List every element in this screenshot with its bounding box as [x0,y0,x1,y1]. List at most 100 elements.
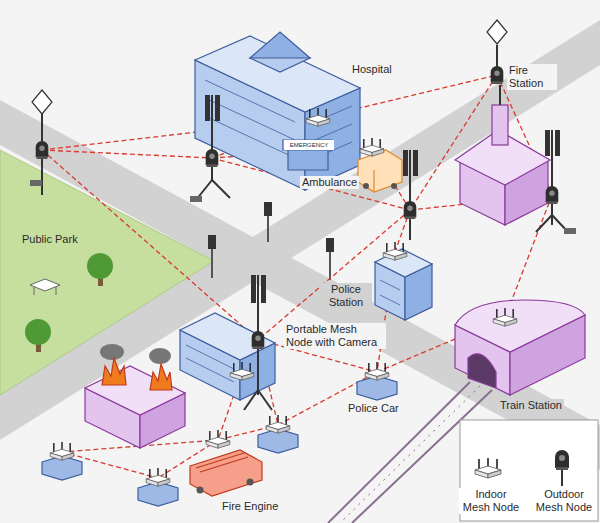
fire-engine-part [200,457,248,472]
park-items [25,253,113,352]
park-items-part [87,253,113,279]
fire-station-building [455,85,550,225]
poles-part [409,150,411,240]
indoor-mesh-nodes-part [266,415,290,433]
outdoor-mesh-nodes-part [206,149,219,167]
ambulance [358,150,402,192]
traffic-lights-part [211,245,213,278]
park-items-part [25,319,51,345]
fire-engine-part [197,487,204,494]
park-items-part [56,287,57,295]
indoor-mesh-nodes-part [493,308,517,326]
legend-box-part [460,420,598,521]
traffic-lights [208,202,334,280]
poles-part [244,390,258,410]
poles-part [536,215,552,232]
outdoor-mesh-nodes-part [546,186,559,204]
park-items-part [34,287,35,295]
poles-part [258,390,272,410]
outdoor-mesh-nodes-part [36,141,49,159]
indoor-mesh-nodes-part [50,442,74,460]
police-station-building [375,249,432,320]
legend-box-part [555,450,569,470]
poles-part [564,228,576,234]
indoor-mesh-nodes-part [383,242,407,260]
poles [30,20,576,410]
poles-part [487,20,507,44]
poles-part [413,150,418,176]
indoor-mesh-nodes-part [146,468,170,486]
legend-text: Outdoor Mesh Node [531,488,597,514]
burning-building-part [150,364,172,390]
place-label: Fire Station [507,64,557,90]
traffic-lights-part [264,202,272,216]
place-label: Police Car [346,402,401,415]
police-station-building-part [380,295,400,305]
hospital-building-part [288,150,328,170]
place-label: Ambulance [300,176,359,189]
poles-part [30,180,42,186]
indoor-mesh-nodes-part [360,138,384,156]
indoor-mesh-nodes-part [365,362,389,380]
rails-part [328,382,470,523]
indoor-mesh-nodes [50,108,517,486]
hospital-building-part-part [205,80,295,122]
office-building-part [186,345,234,369]
poles-part [212,180,230,198]
poles-part [555,130,560,156]
legend-text: Indoor Mesh Node [459,488,523,514]
ground-part [0,20,600,440]
fire-engine [190,450,262,496]
poles-part [551,130,553,225]
poles-part [211,95,213,180]
legend-box-part [475,458,501,478]
ambulance-part [391,183,397,189]
office-building-part [180,313,275,360]
traffic-lights-part [329,248,331,280]
poles-part [190,196,202,202]
place-label: Train Station [498,399,564,412]
indoor-mesh-nodes-part [230,362,254,380]
burning-building-part [100,344,124,360]
fire-engine-part [190,450,262,496]
poles-part [215,95,220,121]
burning-building-part [102,358,126,385]
burning-building [85,344,185,448]
traffic-lights-part [326,238,334,252]
ambulance-part [363,183,369,189]
burning-building-part [149,348,171,364]
outdoor-mesh-nodes-part [404,201,417,219]
fire-station-building-part [499,85,501,105]
mesh-links-part [42,150,212,158]
hospital-building-part-part [315,124,352,140]
mesh-links-part [258,210,410,340]
poles-part [251,275,256,303]
outdoor-mesh-nodes [36,66,559,349]
place-label: EMERGENCY [284,140,334,150]
outdoor-mesh-nodes-part [491,66,504,84]
poles-part [32,90,52,114]
poles-part [545,130,550,156]
legend-box-part [561,468,563,486]
police-station-building-part [380,280,400,290]
fire-engine-part [247,479,254,486]
legend-box [460,420,598,521]
fire-station-building-part [492,105,508,145]
indoor-mesh-nodes-part [206,430,230,448]
place-label: Portable Mesh Node with Camera [284,323,386,349]
poles-part [403,150,408,176]
place-label: Fire Engine [220,500,280,513]
traffic-lights-part [208,235,216,249]
hospital-building-part [205,80,352,158]
office-building [180,313,275,400]
hospital-building-part [250,32,310,58]
train-station-building-part [455,300,585,352]
office-building-part [186,358,234,382]
hospital-building [195,32,360,190]
cars [42,376,397,506]
train-station-building [455,300,585,395]
place-label: Hospital [350,63,394,76]
